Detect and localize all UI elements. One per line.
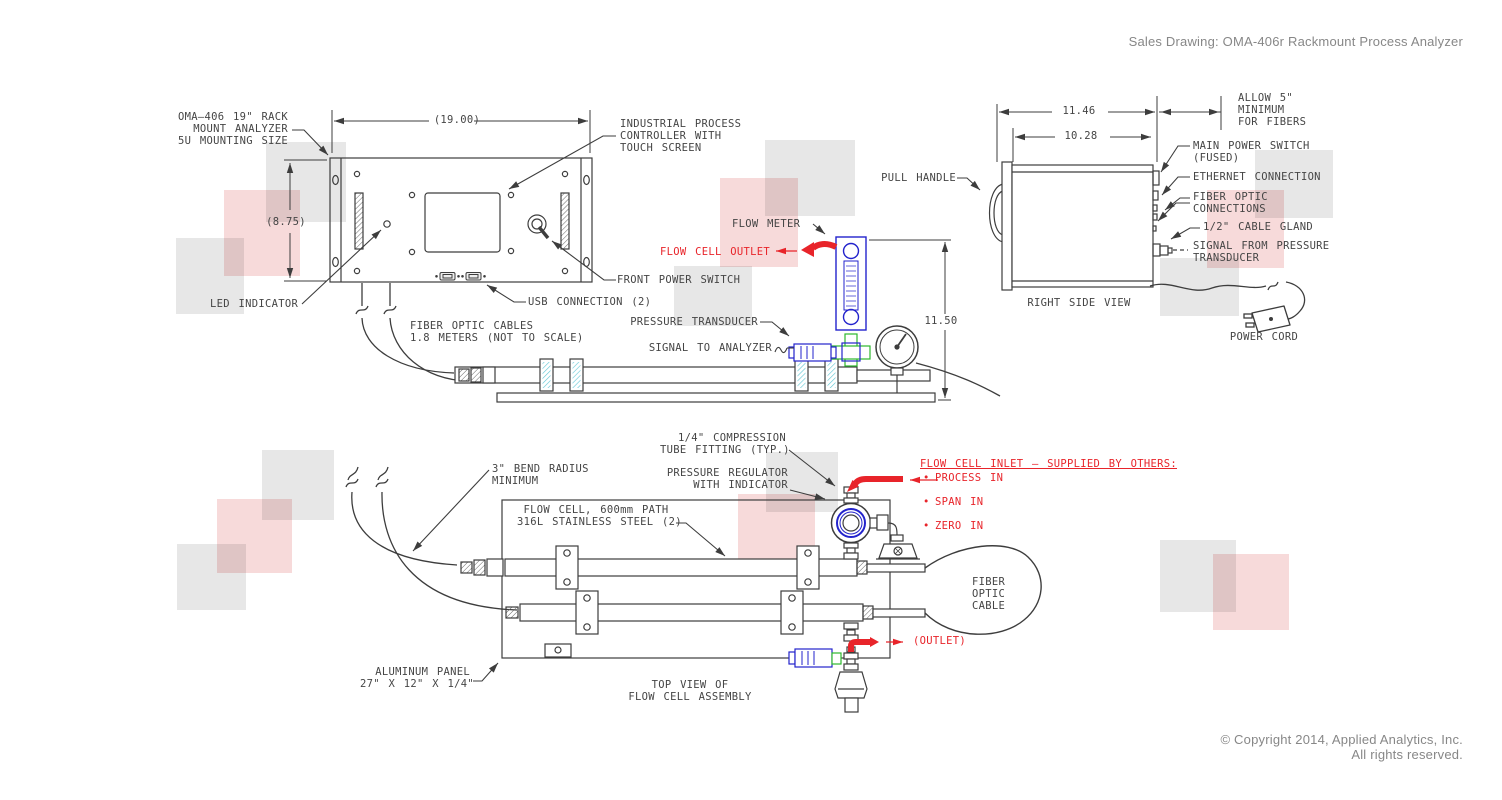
touch-screen (424, 192, 501, 253)
rights-line: All rights reserved. (1351, 747, 1463, 762)
ethernet-port-graphic (1152, 190, 1159, 201)
flow-cell-outlet-arrow (776, 241, 838, 257)
fiber-cable-loop-label: FIBER OPTIC CABLE (972, 576, 1006, 612)
outlet-label: (OUTLET) (913, 635, 966, 647)
cable-gland-label: 1/2" CABLE GLAND (1203, 221, 1313, 233)
usb-ports-graphic (435, 272, 486, 281)
power-cord-label: POWER CORD (1229, 331, 1299, 343)
right-side-view-label: RIGHT SIDE VIEW (1027, 297, 1131, 309)
flow-assembly-top-view (345, 466, 1042, 713)
fiber-connector-graphic (1152, 213, 1158, 221)
watermark-square (177, 544, 246, 610)
outlet-assembly (788, 622, 868, 713)
side-leaders (760, 321, 794, 354)
pull-handle-label: PULL HANDLE (881, 172, 956, 184)
cable-gland-graphic (1152, 243, 1161, 257)
flow-assembly-side-view (454, 236, 1001, 403)
fiber-cable-loop (924, 545, 1042, 635)
bend-radius-label: 3" BEND RADIUS MINIMUM (492, 463, 589, 487)
watermark-square (1213, 554, 1289, 630)
controller-label: INDUSTRIAL PROCESS CONTROLLER WITH TOUCH… (620, 118, 742, 154)
pressure-regulator-label: PRESSURE REGULATOR WITH INDICATOR (666, 467, 788, 491)
flow-cell-inlet-heading: FLOW CELL INLET – SUPPLIED BY OTHERS: (920, 458, 1177, 470)
copyright-line: © Copyright 2014, Applied Analytics, Inc… (1220, 732, 1463, 747)
pressure-transducer-label: PRESSURE TRANSDUCER (630, 316, 758, 328)
indicator-valve-graphic (869, 514, 920, 560)
fiber-cables-label: FIBER OPTIC CABLES 1.8 METERS (NOT TO SC… (410, 320, 584, 344)
dim-width-label: (19.00) (433, 114, 481, 126)
front-power-switch-graphic (527, 214, 550, 240)
signal-cable (915, 362, 1001, 397)
pull-handle-graphic (988, 183, 1004, 243)
ethernet-label: ETHERNET CONNECTION (1193, 171, 1321, 183)
page-title: Sales Drawing: OMA-406r Rackmount Proces… (1128, 34, 1463, 49)
watermark-square (674, 266, 752, 326)
power-cord-graphic (1149, 281, 1306, 333)
flow-cell-outlet-label: FLOW CELL OUTLET (660, 246, 770, 258)
rsv-leaders (957, 145, 1200, 240)
watermark-square (176, 238, 244, 314)
outlet-arrow (848, 637, 903, 652)
led-indicator-graphic (383, 220, 391, 228)
panel-screws (353, 170, 569, 275)
led-indicator-label: LED INDICATOR (210, 298, 299, 310)
fiber-connections-label: FIBER OPTIC CONNECTIONS (1193, 191, 1268, 215)
compression-fitting-label: 1/4" COMPRESSION TUBE FITTING (TYP.) (660, 432, 790, 456)
top-view-leaders (412, 449, 836, 682)
bent-fiber-cables (345, 466, 518, 611)
main-power-switch-graphic (1152, 170, 1160, 186)
dim-1146-label: 11.46 (1055, 105, 1103, 117)
lower-flow-cell (505, 590, 926, 635)
inlet-item-span: SPAN IN (923, 496, 1502, 508)
pressure-gauge-graphic (875, 325, 919, 393)
front-power-switch-label: FRONT POWER SWITCH (617, 274, 741, 286)
pressure-transducer-graphic (788, 343, 837, 362)
panel-handle (560, 192, 570, 250)
flow-meter-graphic (835, 236, 867, 331)
mounting-slot (332, 174, 339, 186)
flow-meter-label: FLOW METER (732, 218, 801, 230)
mounting-slot (332, 256, 339, 268)
tube-clamps (539, 358, 839, 392)
right-side-view-graphic (988, 161, 1306, 333)
baseplate (496, 392, 936, 403)
aluminum-panel-label: ALUMINUM PANEL 27" X 12" X 1/4" (360, 666, 474, 690)
flow-cell-spec-label: FLOW CELL, 600mm PATH 316L STAINLESS STE… (517, 504, 682, 528)
pressure-regulator-graphic (830, 486, 872, 560)
dim-1150-label: 11.50 (921, 315, 961, 327)
rear-connectors (1152, 170, 1173, 257)
valve-cross (831, 333, 871, 367)
usb-connection-label: USB CONNECTION (2) (528, 296, 652, 308)
watermark-square (1160, 258, 1239, 316)
side-dimension (869, 239, 951, 401)
upper-flow-cell (460, 545, 926, 590)
allow-fibers-label: ALLOW 5" MINIMUM FOR FIBERS (1238, 92, 1307, 128)
front-panel-view (329, 157, 593, 283)
fiber-connector-graphic (1152, 204, 1158, 212)
mounting-slot (583, 174, 590, 186)
signal-to-analyzer-label: SIGNAL TO ANALYZER (648, 342, 772, 354)
panel-handle (354, 192, 364, 250)
rsv-dimensions (996, 96, 1222, 162)
rack-analyzer-label: OMA–406 19" RACK MOUNT ANALYZER 5U MOUNT… (178, 111, 288, 147)
inlet-item-zero: ZERO IN (923, 520, 1502, 532)
front-dimensions (284, 110, 591, 282)
dim-height-label: (8.75) (266, 216, 306, 228)
inlet-item-process: PROCESS IN (923, 472, 1502, 484)
main-power-label: MAIN POWER SWITCH (FUSED) (1193, 140, 1310, 164)
signal-from-transducer-label: SIGNAL FROM PRESSURE TRANSDUCER (1193, 240, 1330, 264)
aluminum-panel-graphic (501, 499, 891, 659)
dim-1028-label: 10.28 (1057, 130, 1105, 142)
front-leaders (292, 129, 826, 305)
watermark-square (1207, 190, 1284, 268)
top-view-label: TOP VIEW OF FLOW CELL ASSEMBLY (628, 679, 752, 703)
